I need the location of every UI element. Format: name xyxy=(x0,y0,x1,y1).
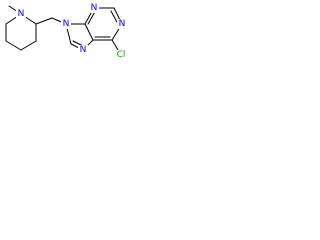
bond-c2-n1-double xyxy=(110,10,119,25)
atom-cl: Cl xyxy=(114,50,128,60)
atom-n9: N xyxy=(61,19,71,29)
atom-cl-label: Cl xyxy=(117,50,126,60)
molecule-structure-diagram: N N N N N Cl xyxy=(5,3,128,60)
atom-n1-label: N xyxy=(119,19,126,29)
atom-n3: N xyxy=(89,3,99,13)
bond-ring-ch2 xyxy=(35,17,53,25)
bond-c5-c4 xyxy=(84,23,94,41)
atom-n1: N xyxy=(117,19,127,29)
atom-n7-label: N xyxy=(80,45,87,55)
atom-labels: N N N N N Cl xyxy=(16,3,128,60)
atom-n9-label: N xyxy=(63,19,70,29)
atom-n7: N xyxy=(78,45,88,55)
atom-n-piperidine: N xyxy=(16,9,26,19)
bond-piperidine-3 xyxy=(20,40,37,51)
atom-n-piperidine-label: N xyxy=(18,9,25,19)
atom-n3-label: N xyxy=(91,3,98,13)
bond-piperidine-4 xyxy=(5,40,22,51)
